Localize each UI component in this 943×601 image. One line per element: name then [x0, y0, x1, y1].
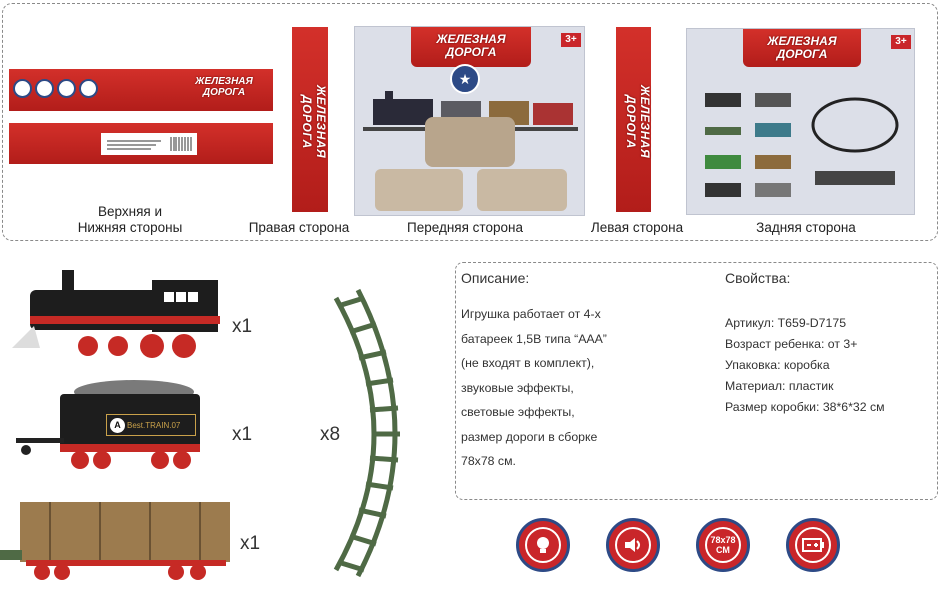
caption-top-bottom: Верхняя и Нижняя стороны	[77, 204, 183, 235]
speaker-icon	[615, 527, 651, 563]
box-front-side: ЖЕЛЕЗНАЯ ДОРОГА ★ 3+	[354, 26, 585, 216]
box-bottom-side	[9, 123, 273, 164]
track-icon	[333, 288, 400, 578]
bulb-icon	[525, 527, 561, 563]
back-age-badge: 3+	[891, 35, 911, 49]
properties-title: Свойства:	[725, 270, 791, 286]
top-side-logo: ЖЕЛЕЗНАЯ ДОРОГА	[195, 76, 253, 98]
front-window-left	[375, 169, 463, 211]
tender-image: A Best.TRAIN.07	[16, 378, 216, 472]
front-logo-banner: ЖЕЛЕЗНАЯ ДОРОГА	[411, 27, 531, 67]
barcode-icon	[107, 137, 192, 151]
box-left-side: ЖЕЛЕЗНАЯ ДОРОГА	[616, 27, 652, 212]
track-image	[332, 284, 412, 582]
feature-badge-sound	[606, 518, 660, 572]
mini-badge	[13, 79, 32, 98]
tender-letter: A	[110, 418, 125, 433]
front-window-right	[477, 169, 567, 211]
track-size-label: 78x78 СМ	[705, 527, 741, 563]
property-item: Размер коробки: 38*6*32 см	[725, 400, 885, 414]
property-item: Упаковка: коробка	[725, 358, 830, 372]
locomotive-image	[12, 268, 222, 360]
back-logo-banner: ЖЕЛЕЗНАЯ ДОРОГА	[743, 29, 861, 67]
front-window-center	[425, 117, 515, 167]
top-side-badges	[13, 79, 101, 101]
property-item: Артикул: T659-D7175	[725, 316, 847, 330]
back-logo-text: ЖЕЛЕЗНАЯ ДОРОГА	[767, 34, 837, 61]
back-contents-illustration	[695, 83, 907, 205]
hopper-car-qty: x1	[240, 533, 261, 554]
box-top-side: ЖЕЛЕЗНАЯ ДОРОГА	[9, 69, 273, 111]
front-logo-text: ЖЕЛЕЗНАЯ ДОРОГА	[436, 32, 506, 59]
contents-illustration-icon	[705, 93, 899, 197]
battery-icon	[795, 527, 831, 563]
description-text: Игрушка работает от 4-х батареек 1,5В ти…	[461, 307, 607, 468]
caption-left: Левая сторона	[590, 220, 684, 235]
tender-qty: x1	[232, 424, 253, 445]
properties-list: Артикул: T659-D7175 Возраст ребенка: от …	[725, 313, 935, 418]
property-item: Возраст ребенка: от 3+	[725, 337, 858, 351]
feature-badge-size: 78x78 СМ	[696, 518, 750, 572]
hopper-car-icon	[0, 502, 230, 580]
locomotive-qty: x1	[232, 316, 253, 337]
property-item: Материал: пластик	[725, 379, 834, 393]
mini-badge	[79, 79, 98, 98]
front-age-badge: 3+	[561, 33, 581, 47]
locomotive-icon	[12, 270, 220, 358]
barcode-label	[101, 133, 197, 155]
hopper-car-image	[0, 498, 232, 584]
track-qty: x8	[320, 424, 341, 445]
box-right-side: ЖЕЛЕЗНАЯ ДОРОГА	[292, 27, 328, 212]
box-back-side: ЖЕЛЕЗНАЯ ДОРОГА 3+	[686, 28, 915, 215]
caption-right: Правая сторона	[248, 220, 350, 235]
packaging-panel	[2, 3, 938, 241]
caption-front: Передняя сторона	[407, 220, 523, 235]
feature-badge-light	[516, 518, 570, 572]
tender-label: Best.TRAIN.07	[127, 421, 181, 430]
left-side-logo: ЖЕЛЕЗНАЯ ДОРОГА	[624, 85, 652, 159]
star-emblem-icon: ★	[450, 64, 480, 94]
info-panel	[455, 262, 938, 500]
description-title: Описание:	[461, 270, 530, 286]
mini-badge	[35, 79, 54, 98]
tender-icon	[16, 380, 200, 469]
caption-back: Задняя сторона	[756, 220, 856, 235]
feature-badge-battery	[786, 518, 840, 572]
right-side-logo: ЖЕЛЕЗНАЯ ДОРОГА	[300, 85, 328, 159]
tender-logo-plate: A Best.TRAIN.07	[106, 414, 196, 436]
mini-badge	[57, 79, 76, 98]
